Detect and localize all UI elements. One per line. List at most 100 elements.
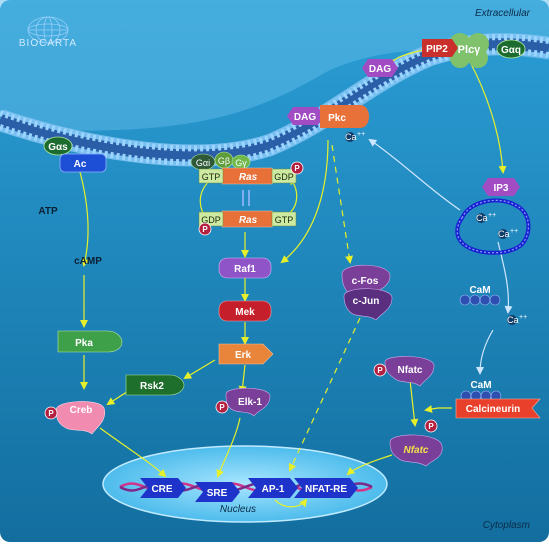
gtp1-label: GTP (202, 172, 221, 182)
gg[interactable]: Gγ (231, 154, 251, 170)
arrow-ac-camp (79, 171, 90, 267)
ca-er1-superscript: ++ (488, 212, 496, 219)
raf1[interactable]: Raf1 (218, 257, 272, 279)
plc-gamma-label: Plcγ (458, 44, 482, 56)
nfatc-active-label: Nfatc (403, 445, 428, 456)
dna-site-ap1: AP-1 (248, 478, 298, 498)
extracellular-label: Extracellular (475, 8, 531, 19)
extracellular-space (0, 0, 549, 131)
cytoplasm-label: Cytoplasm (483, 520, 530, 531)
gai[interactable]: Gαi (190, 153, 216, 171)
dag-top-label: DAG (369, 64, 391, 75)
ras-gdp-complex[interactable]: Ras GDP GTP P (198, 210, 297, 236)
ca-er-2: Ca ++ (498, 228, 518, 239)
phosphate-creb: P (48, 409, 54, 418)
ras-gtp-complex[interactable]: Ras GTP GDP P (198, 161, 304, 185)
calcineurin-label: Calcineurin (466, 404, 520, 415)
ca-cytosol-label: Ca (507, 315, 519, 325)
dag-membrane[interactable]: DAG (287, 107, 324, 125)
arrow-plc-ip3 (469, 61, 507, 174)
cjun[interactable]: c-Jun (343, 288, 393, 321)
cam2-label: CaM (470, 380, 491, 391)
ca-cytosol-superscript: ++ (519, 314, 527, 321)
creb[interactable]: Creb P (44, 401, 106, 435)
arrow-erk-rsk2 (183, 359, 216, 380)
nucleus (102, 445, 388, 523)
rsk2[interactable]: Rsk2 (125, 374, 185, 396)
pkc-label: Pkc (328, 113, 346, 124)
mek-label: Mek (235, 307, 255, 318)
ip3[interactable]: IP3 (482, 178, 520, 196)
dna-site-cre: CRE (140, 478, 186, 498)
gtp2-label: GTP (275, 215, 294, 225)
calcineurin[interactable]: Calcineurin (455, 398, 541, 419)
mek[interactable]: Mek (218, 300, 272, 322)
ac[interactable]: Ac (59, 153, 107, 173)
biocarta-logo: BIOCARTA (19, 16, 77, 49)
ras-exchange-arrows (242, 190, 250, 206)
sre-label: SRE (207, 488, 228, 499)
cam-bound[interactable]: CaM (460, 380, 502, 402)
pip2-label: PIP2 (426, 44, 448, 55)
ca-er-1: Ca ++ (476, 212, 496, 223)
ca-er1-label: Ca (476, 213, 488, 223)
gaq[interactable]: Gαq (496, 39, 526, 59)
dna-site-nfatre: NFAT-RE (294, 478, 358, 498)
dna-site-sre: SRE (195, 482, 240, 502)
arrow-cjun-ap1 (288, 317, 361, 472)
nfatc-label: Nfatc (397, 365, 422, 376)
arrow-elk1-sre (216, 417, 241, 478)
ac-label: Ac (74, 159, 87, 170)
arrow-creb-cre (99, 427, 167, 478)
ca-pkc: Ca ++ (345, 131, 365, 142)
pka-label: Pka (75, 338, 93, 349)
gaq-label: Gαq (501, 45, 521, 56)
dag-top[interactable]: DAG (362, 59, 398, 77)
phosphate-released: P (424, 419, 438, 433)
nfatre-label: NFAT-RE (305, 484, 347, 495)
cam-free[interactable]: CaM (459, 285, 501, 306)
pip2[interactable]: PIP2 (422, 39, 458, 57)
rsk2-label: Rsk2 (140, 381, 164, 392)
arrow-nfatc-down (409, 379, 419, 427)
erk-label: Erk (235, 350, 252, 361)
phosphate-gdp2: P (202, 225, 208, 234)
phosphate-elk1: P (219, 403, 225, 412)
ca-er2-label: Ca (498, 229, 510, 239)
ca-cytosol: Ca ++ (507, 314, 527, 325)
elk1[interactable]: Elk-1 P (215, 387, 271, 417)
gas[interactable]: Gαs (43, 136, 73, 156)
cfos[interactable]: c-Fos (341, 264, 391, 295)
dag-membrane-label: DAG (294, 112, 316, 123)
nfatc-active[interactable]: Nfatc (389, 434, 443, 467)
calcium-arrows (368, 138, 513, 375)
pkc[interactable]: Pkc (320, 105, 369, 128)
gai-label: Gαi (196, 158, 210, 168)
arrow-pkc-raf1 (280, 139, 329, 264)
phosphate-gdp1: P (294, 164, 300, 173)
ca-pkc-superscript: ++ (357, 131, 365, 138)
ap1-label: AP-1 (262, 484, 285, 495)
arrow-calcineurin-nfatc (424, 405, 452, 413)
gb[interactable]: Gβ (214, 151, 234, 169)
arrow-ca-release (497, 241, 513, 314)
ras1-label: Ras (239, 172, 258, 183)
pka[interactable]: Pka (57, 330, 123, 353)
arrow-ca-pkc (368, 138, 461, 211)
logo-text: BIOCARTA (19, 38, 77, 49)
phosphate-nfatc: P (377, 366, 383, 375)
erk[interactable]: Erk (218, 343, 274, 365)
elk1-label: Elk-1 (238, 397, 262, 408)
ca-er2-superscript: ++ (510, 228, 518, 235)
cjun-label: c-Jun (353, 296, 380, 307)
creb-label: Creb (70, 405, 93, 416)
arrow-erk-elk1 (238, 364, 247, 394)
cre-label: CRE (151, 484, 172, 495)
nfatc-phosphorylated[interactable]: Nfatc P (373, 356, 435, 387)
gdp2-label: GDP (201, 215, 221, 225)
cfos-label: c-Fos (352, 276, 379, 287)
phosphate-released-label: P (428, 422, 434, 431)
